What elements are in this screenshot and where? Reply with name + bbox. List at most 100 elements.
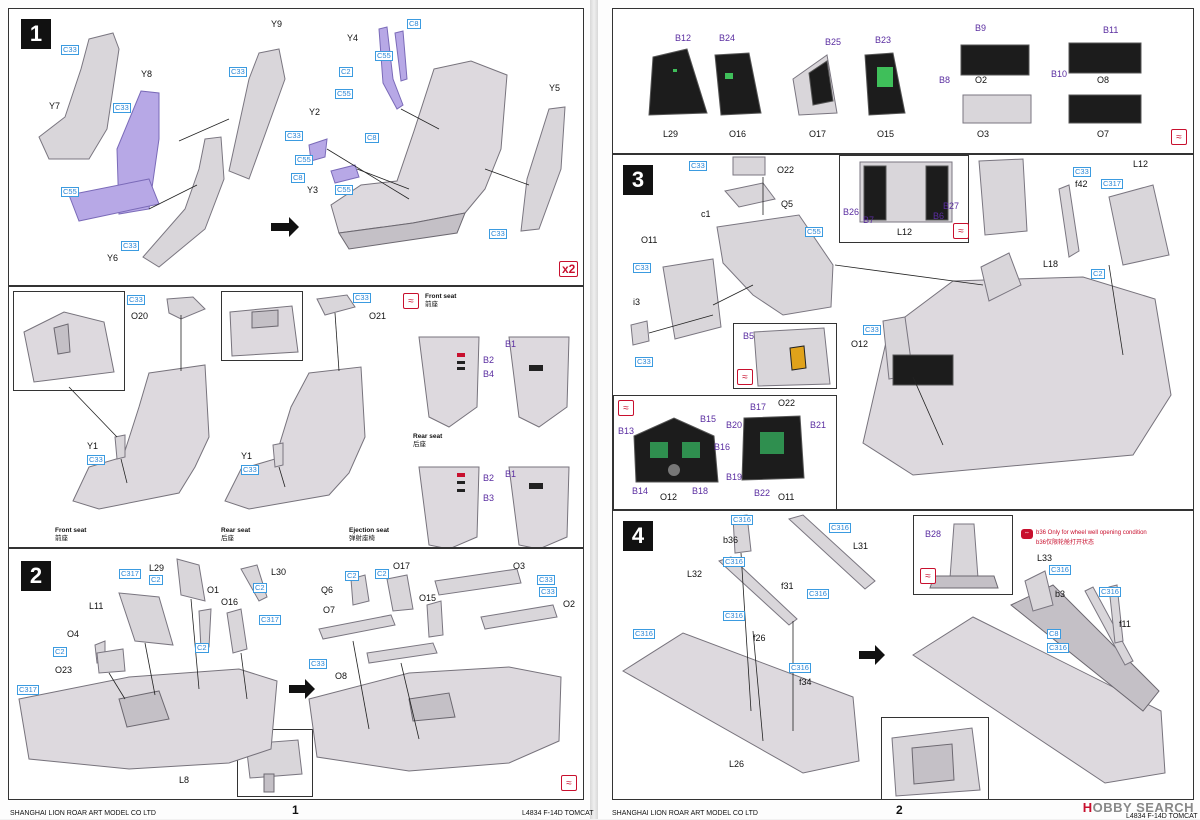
step-number: 1 xyxy=(21,19,51,49)
step-1-drawing xyxy=(38,26,566,268)
color-callout: C33 xyxy=(633,263,651,273)
part-label: Y8 xyxy=(141,69,153,79)
decal-label: B26 xyxy=(843,207,860,217)
color-callout: C33 xyxy=(1073,167,1091,177)
color-callout: C33 xyxy=(635,357,653,367)
decal-water-icon: ≈ xyxy=(561,775,577,791)
part-label: O3 xyxy=(513,561,526,571)
color-callout: C317 xyxy=(17,685,39,695)
panel-decals-drawing xyxy=(648,42,1142,124)
color-callout: C316 xyxy=(1049,565,1071,575)
b28-detail-inset: ≈ xyxy=(913,515,1013,595)
color-callout: C33 xyxy=(127,295,145,305)
color-callout: C2 xyxy=(1091,269,1105,279)
part-label: L30 xyxy=(271,567,287,577)
color-callout: C8 xyxy=(291,173,305,183)
part-label: L32 xyxy=(687,569,703,579)
instrument-panel-inset: ≈ B17 O22 B15 B13 B20 B21 B16 B19 B14 O1… xyxy=(613,395,837,509)
part-label: O2 xyxy=(975,75,988,85)
part-label: O16 xyxy=(729,129,747,139)
part-label: Y7 xyxy=(49,101,61,111)
color-callout: C316 xyxy=(807,589,829,599)
decal-label: B1 xyxy=(505,469,517,479)
color-callout: C33 xyxy=(353,293,371,303)
watermark-logo: HOBBY SEARCH xyxy=(1082,800,1194,815)
color-callout: C2 xyxy=(195,643,209,653)
color-callout: C33 xyxy=(285,131,303,141)
color-callout: C2 xyxy=(53,647,67,657)
part-label: O11 xyxy=(778,492,795,502)
part-label: L31 xyxy=(853,541,869,551)
seat-top-inset xyxy=(221,291,303,361)
part-label: O8 xyxy=(335,671,348,681)
decal-label: B4 xyxy=(483,369,495,379)
color-callout: C55 xyxy=(335,89,353,99)
part-label: L29 xyxy=(663,129,679,139)
color-callout: C55 xyxy=(295,155,313,165)
color-callout: C33 xyxy=(87,455,105,465)
part-label: f34 xyxy=(799,677,812,687)
footer-company: SHANGHAI LION ROAR ART MODEL CO LTD xyxy=(612,810,758,817)
part-label: O21 xyxy=(369,311,387,321)
seat-detail-inset xyxy=(13,291,125,391)
color-callout: C33 xyxy=(113,103,131,113)
decal-label: B19 xyxy=(726,472,743,482)
note-arrow-icon: ⇔ xyxy=(1021,529,1033,539)
part-label: f31 xyxy=(781,581,794,591)
part-label: O20 xyxy=(131,311,149,321)
decal-water-icon: ≈ xyxy=(403,293,419,309)
decal-label: B7 xyxy=(863,215,875,225)
color-callout: C33 xyxy=(539,587,557,597)
color-callout: C317 xyxy=(259,615,281,625)
decal-label: B8 xyxy=(939,75,951,85)
color-callout: C8 xyxy=(365,133,379,143)
page-number: 1 xyxy=(292,803,299,817)
color-callout: C33 xyxy=(689,161,707,171)
book-spine xyxy=(590,0,598,819)
color-callout: C316 xyxy=(829,523,851,533)
color-callout: C55 xyxy=(335,185,353,195)
decal-label: B5 xyxy=(743,331,755,341)
part-label: L18 xyxy=(1043,259,1059,269)
decal-label: B24 xyxy=(719,33,736,43)
step-number: 4 xyxy=(623,521,653,551)
part-label: L26 xyxy=(729,759,745,769)
decal-label: B20 xyxy=(726,420,743,430)
part-label: Y6 xyxy=(107,253,119,263)
decal-label: B12 xyxy=(675,33,692,43)
part-label: O7 xyxy=(323,605,336,615)
part-label: Y1 xyxy=(241,451,253,461)
part-label: O12 xyxy=(660,492,678,502)
part-label: L29 xyxy=(149,563,165,573)
part-label: L12 xyxy=(897,227,913,237)
decal-label: B15 xyxy=(700,414,717,424)
part-label: O11 xyxy=(641,235,658,245)
footer-model-page1: L4834 F-14D TOMCAT xyxy=(522,810,594,817)
part-label: f26 xyxy=(753,633,766,643)
color-callout: C33 xyxy=(537,575,555,585)
decal-label: B28 xyxy=(925,529,942,539)
decal-label: B23 xyxy=(875,35,892,45)
decal-label: B14 xyxy=(632,486,649,496)
instruction-page-2: B12 L29 B24 O16 B25 O17 B23 O15 B9 O2 B1… xyxy=(598,0,1200,820)
color-callout: C316 xyxy=(723,611,745,621)
part-label: O1 xyxy=(207,585,220,595)
color-callout: C2 xyxy=(339,67,353,77)
color-callout: C33 xyxy=(241,465,259,475)
seat-detail-drawing xyxy=(68,294,570,547)
color-callout: C316 xyxy=(723,557,745,567)
page-number: 2 xyxy=(896,803,903,817)
part-label: Y5 xyxy=(549,83,561,93)
decal-label: B18 xyxy=(692,486,709,496)
decal-label: B2 xyxy=(483,473,495,483)
part-label: f42 xyxy=(1075,179,1088,189)
quantity-badge: x2 xyxy=(559,261,579,277)
color-callout: C2 xyxy=(149,575,163,585)
part-label: c1 xyxy=(701,209,711,219)
color-callout: C33 xyxy=(61,45,79,55)
step-3-panel: 3 O22 Q5 c1 O1 xyxy=(612,154,1194,510)
color-callout: C316 xyxy=(1047,643,1069,653)
